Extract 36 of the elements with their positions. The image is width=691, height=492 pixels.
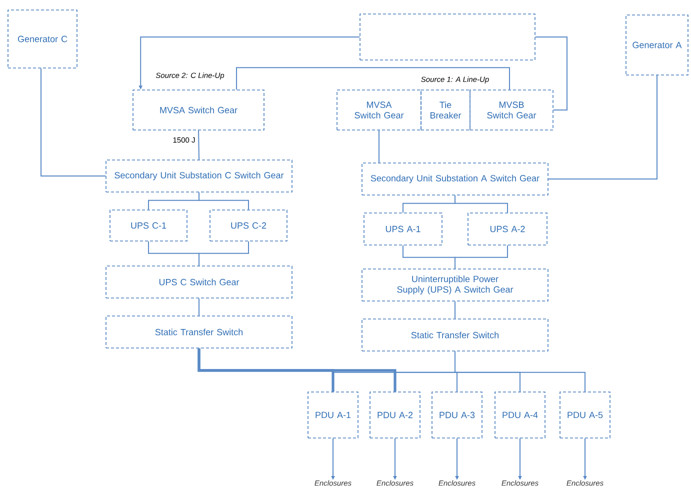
pdu-box: PDU A-5 (560, 392, 610, 438)
switchgear-box: MVSA Switch Gear (132, 90, 264, 130)
connector-line (454, 300, 456, 320)
switchgear-box: Uninterruptible Power Supply (UPS) A Switch Gear (362, 268, 548, 302)
connector-line (454, 350, 586, 392)
ups-box: UPS C-1 (110, 210, 188, 242)
substation-box: Secondary Unit Substation A Switch Gear (362, 162, 548, 196)
switchgear-box: MVSA Switch Gear (336, 90, 422, 130)
ups-box: UPS C-2 (210, 210, 288, 242)
substation-box: Secondary Unit Substation C Switch Gear (106, 160, 292, 192)
ups-box: UPS A-1 (364, 212, 442, 246)
connector-line (534, 36, 568, 110)
connector-line (378, 130, 380, 164)
pdu-box: PDU A-3 (432, 392, 482, 438)
switchgear-box: MVSB Switch Gear (470, 90, 554, 130)
connector-line (198, 348, 396, 392)
breaker-box: Tie Breaker (420, 90, 470, 130)
connector-line (454, 244, 508, 270)
connector-line (236, 67, 510, 90)
source-box (360, 14, 536, 60)
connector-line (454, 194, 508, 214)
connector-line (548, 74, 658, 180)
generator-box: Generator C (8, 10, 78, 68)
pdu-box: PDU A-4 (494, 392, 546, 438)
connector-line (198, 240, 249, 266)
switchgear-box: UPS C Switch Gear (106, 266, 292, 298)
connector-line (198, 192, 249, 210)
transfer-switch-box: Static Transfer Switch (106, 316, 292, 348)
generator-box: Generator A (626, 14, 688, 76)
connector-line (198, 130, 200, 160)
pdu-box: PDU A-2 (370, 392, 420, 438)
ups-box: UPS A-2 (468, 212, 548, 246)
connector-line (40, 68, 106, 176)
pdu-box: PDU A-1 (308, 392, 358, 438)
connector-line (198, 298, 200, 316)
transfer-switch-box: Static Transfer Switch (362, 318, 548, 352)
